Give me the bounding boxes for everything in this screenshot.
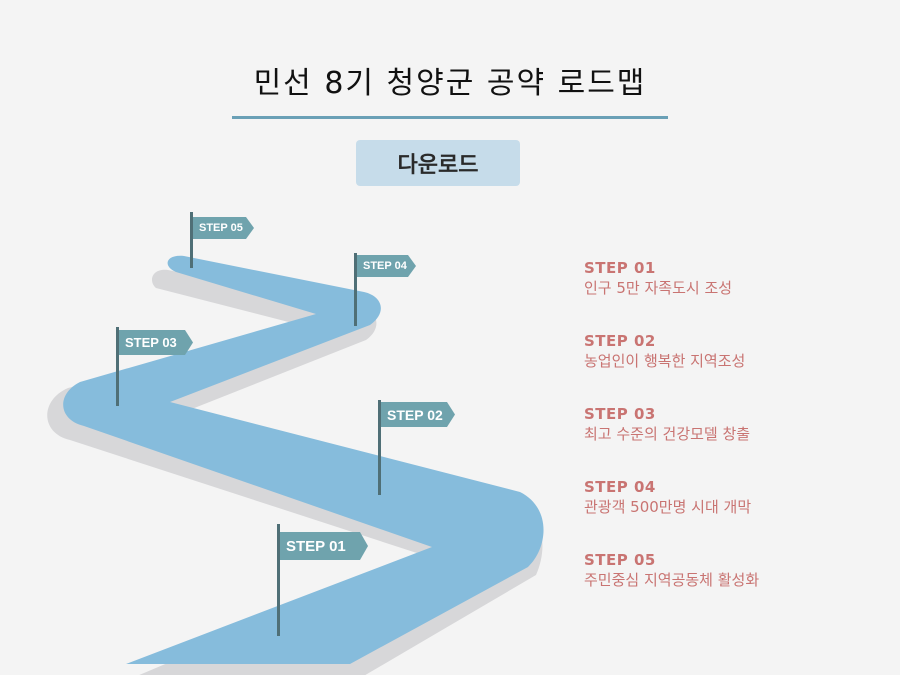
step-item-05: STEP 05 주민중심 지역공동체 활성화 xyxy=(584,551,759,624)
step-label: STEP 05 xyxy=(584,551,656,569)
flag-step-05: STEP 05 xyxy=(193,217,254,239)
flag-step-01: STEP 01 xyxy=(280,532,368,560)
step-item-04: STEP 04 관광객 500만명 시대 개막 xyxy=(584,478,759,551)
step-description: 인구 5만 자족도시 조성 xyxy=(584,279,733,297)
flag-step-03: STEP 03 xyxy=(119,330,193,355)
title-underline xyxy=(232,116,668,119)
download-button[interactable]: 다운로드 xyxy=(356,140,520,186)
step-label: STEP 03 xyxy=(584,405,656,423)
step-label: STEP 02 xyxy=(584,332,656,350)
step-item-02: STEP 02 농업인이 행복한 지역조성 xyxy=(584,332,759,405)
step-label: STEP 01 xyxy=(584,259,656,277)
flag-pole-step-02 xyxy=(378,400,381,495)
step-list: STEP 01 인구 5만 자족도시 조성 STEP 02 농업인이 행복한 지… xyxy=(584,259,759,624)
step-description: 최고 수준의 건강모델 창출 xyxy=(584,425,751,443)
step-description: 주민중심 지역공동체 활성화 xyxy=(584,571,760,589)
flag-pole-step-01 xyxy=(277,524,280,636)
flag-step-04: STEP 04 xyxy=(357,255,416,277)
flag-pole-step-04 xyxy=(354,253,357,326)
page-title: 민선 8기 청양군 공약 로드맵 xyxy=(253,66,647,101)
flag-pole-step-03 xyxy=(116,327,119,406)
flag-pole-step-05 xyxy=(190,212,193,268)
step-description: 농업인이 행복한 지역조성 xyxy=(584,352,746,370)
step-description: 관광객 500만명 시대 개막 xyxy=(584,498,752,516)
step-item-01: STEP 01 인구 5만 자족도시 조성 xyxy=(584,259,759,332)
step-label: STEP 04 xyxy=(584,478,656,496)
road-path xyxy=(63,255,544,664)
step-item-03: STEP 03 최고 수준의 건강모델 창출 xyxy=(584,405,759,478)
flag-step-02: STEP 02 xyxy=(381,402,455,427)
